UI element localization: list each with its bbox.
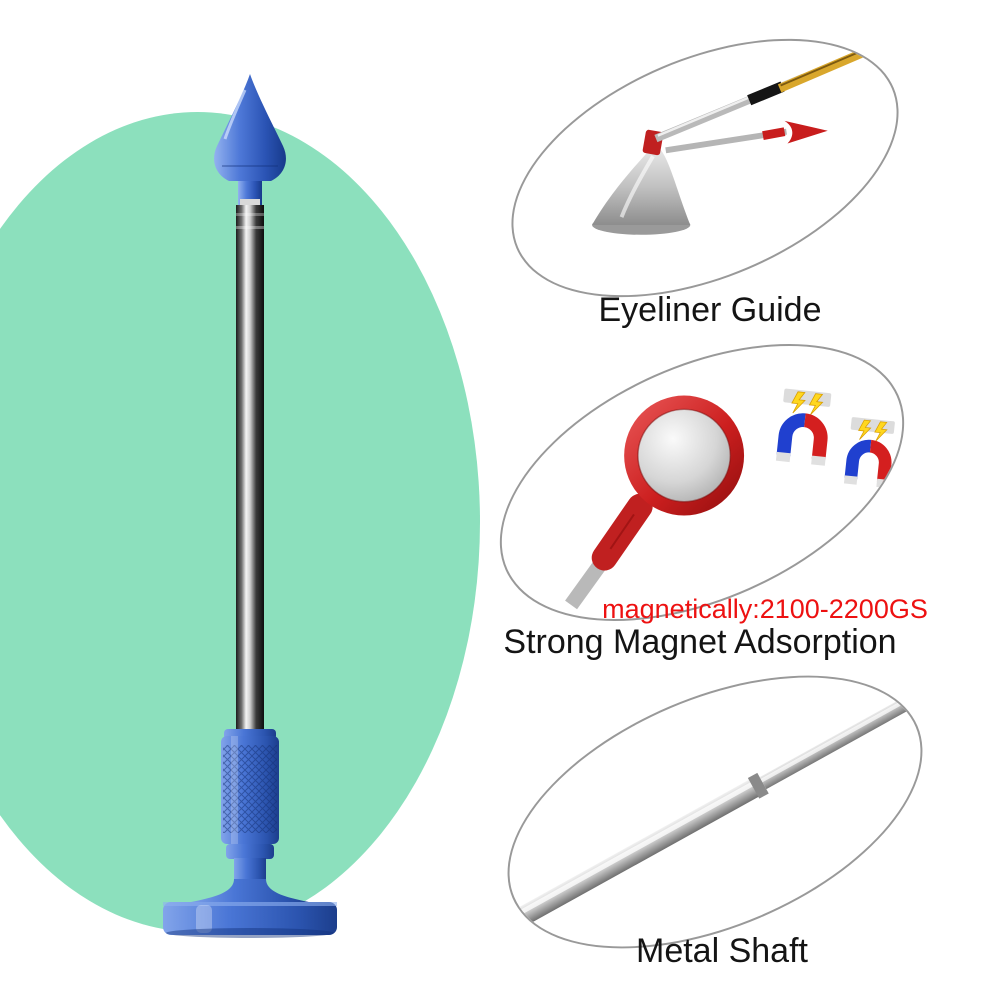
callout-photo-magnet-head — [565, 290, 943, 610]
red-tip-rod — [665, 120, 828, 154]
callout-label-strong-magnet: Strong Magnet Adsorption — [503, 623, 897, 661]
tool-shaft — [236, 205, 264, 735]
callout-strong-magnet — [457, 287, 947, 678]
callout-label-metal-shaft: Metal Shaft — [636, 932, 808, 970]
product-photo-magnetic-tool — [163, 74, 337, 938]
callout-metal-shaft — [467, 620, 963, 1000]
stand-cone — [592, 129, 691, 235]
horseshoe-magnet-icon — [844, 417, 896, 488]
tool-cone-tip — [214, 74, 286, 206]
tool-knurled-grip — [221, 729, 279, 880]
horseshoe-magnet-icon — [776, 388, 832, 465]
tool-magnet-base — [163, 879, 337, 938]
telescopic-shaft — [503, 686, 930, 934]
callout-photo-eyeliner-guide — [592, 46, 871, 235]
callout-photo-metal-shaft — [503, 686, 930, 934]
callout-label-eyeliner-guide: Eyeliner Guide — [598, 291, 822, 329]
magnet-strength-note: magnetically:2100-2200GS — [602, 594, 928, 624]
eyeliner-pencil-rod — [654, 46, 871, 143]
callout-eyeliner-guide — [473, 0, 937, 350]
magnet-head — [565, 395, 745, 610]
